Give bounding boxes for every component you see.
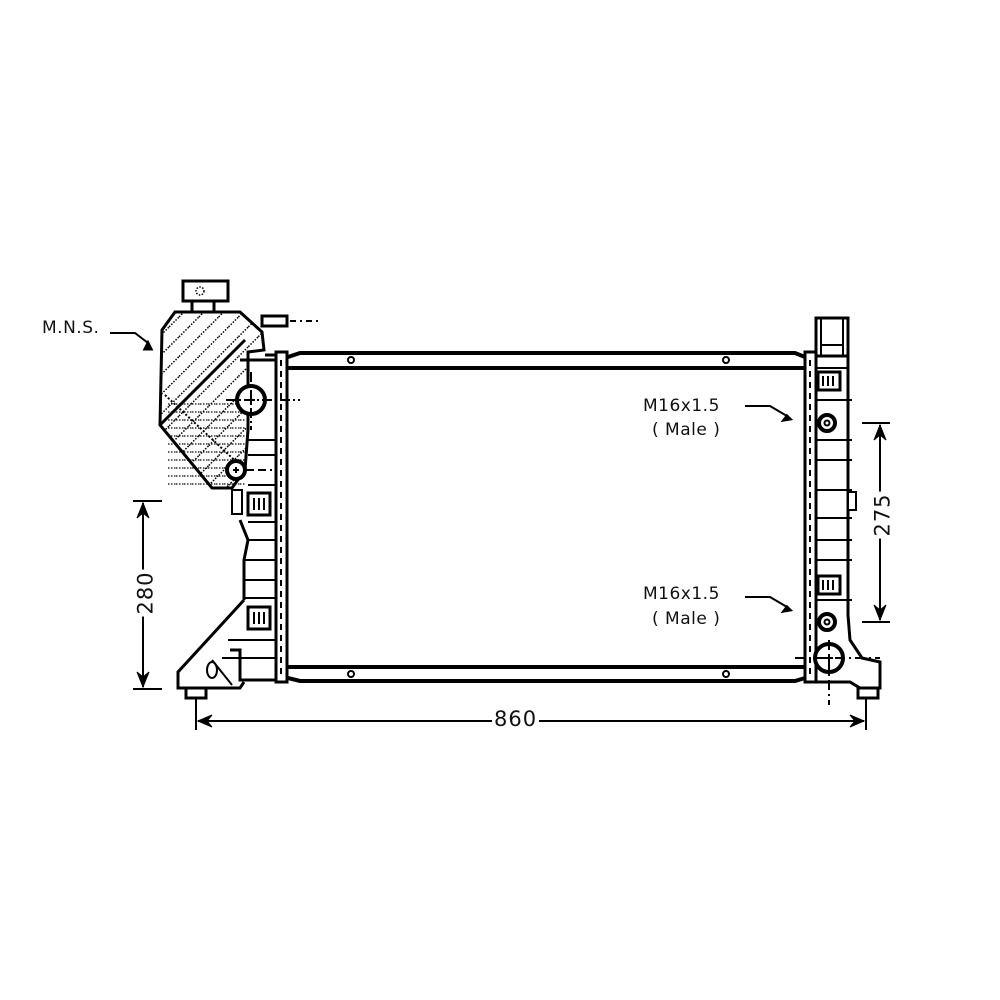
right-threaded-port-lower <box>817 612 837 632</box>
leader-mns <box>110 332 154 351</box>
left-fitting-upper <box>231 489 272 517</box>
expansion-tank <box>158 279 322 490</box>
core-bottom-rail <box>287 665 806 683</box>
left-side-plate <box>274 350 289 684</box>
tank-label: M.N.S. <box>42 318 100 338</box>
upper-fitting-type: ( Male ) <box>652 420 721 440</box>
right-tank <box>814 316 882 700</box>
left-fitting-lower <box>246 605 272 631</box>
right-round-port <box>795 640 880 705</box>
right-side-plate <box>803 350 818 684</box>
leader-upper-fitting <box>745 405 794 423</box>
right-fitting-square-lower <box>816 574 842 596</box>
dimension-right-height: 275 <box>870 491 895 539</box>
left-round-port-upper <box>226 372 300 430</box>
core-top-rail <box>287 351 806 370</box>
right-fitting-square-upper <box>816 370 842 392</box>
upper-fitting-spec: M16x1.5 <box>643 396 720 416</box>
lower-fitting-spec: M16x1.5 <box>643 584 720 604</box>
leader-lower-fitting <box>745 596 794 614</box>
dimension-width: 860 <box>492 707 540 731</box>
right-threaded-port-upper <box>817 413 837 433</box>
lower-fitting-type: ( Male ) <box>652 609 721 629</box>
left-tank <box>176 353 278 700</box>
left-round-port-lower <box>225 459 272 481</box>
dimension-left-height: 280 <box>133 569 158 617</box>
